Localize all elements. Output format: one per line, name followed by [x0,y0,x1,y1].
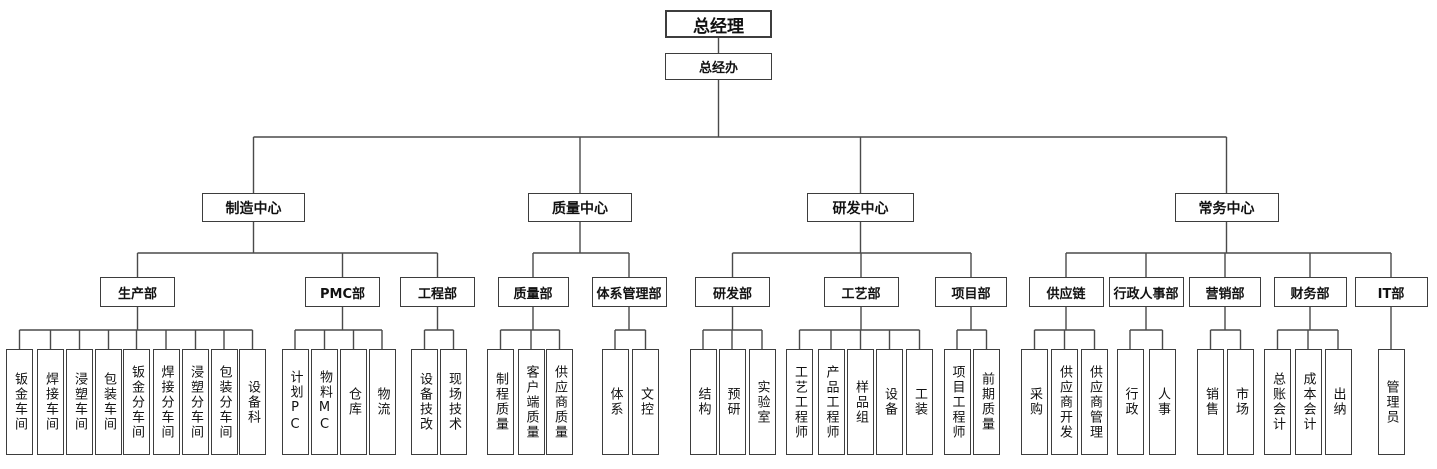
org-node-unit-0-0-3: 包装车间 [95,349,122,455]
org-node-center-3: 常务中心 [1174,193,1279,222]
org-node-unit-2-0-0: 结构 [689,349,717,455]
org-node-unit-1-0-1: 客户端质量 [517,349,545,455]
org-node-dept-1-1: 体系管理部 [591,277,667,307]
org-node-unit-0-1-1: 物料MC [311,349,338,455]
org-node-center-1: 质量中心 [528,193,632,222]
org-node-unit-0-2-1: 现场技术 [440,349,467,455]
org-node-unit-2-0-1: 预研 [718,349,746,455]
org-node-dept-2-1: 工艺部 [823,277,899,307]
org-node-unit-2-1-3: 设备 [876,349,903,455]
org-node-unit-0-0-5: 焊接分车间 [152,349,180,455]
org-node-unit-3-2-0: 销售 [1197,349,1224,455]
org-node-unit-3-0-1: 供应商开发 [1051,349,1078,455]
org-node-dept-0-0: 生产部 [100,277,175,307]
org-node-unit-0-1-0: 计划PC [281,349,309,455]
org-node-unit-3-1-1: 人事 [1149,349,1176,455]
org-node-unit-0-1-2: 仓库 [340,349,367,455]
org-node-unit-0-1-3: 物流 [368,349,396,455]
org-node-center-2: 研发中心 [807,193,914,222]
org-node-dept-0-2: 工程部 [400,277,475,307]
org-node-dept-2-0: 研发部 [695,277,770,307]
org-node-unit-3-3-1: 成本会计 [1294,349,1322,455]
org-node-unit-3-2-1: 市场 [1227,349,1254,455]
org-node-unit-0-0-0: 钣金车间 [6,349,33,455]
org-node-dept-1-0: 质量部 [497,277,569,307]
org-node-dept-3-1: 行政人事部 [1108,277,1184,307]
org-node-unit-1-1-0: 体系 [601,349,629,455]
org-node-unit-2-0-2: 实验室 [748,349,776,455]
org-node-unit-1-0-2: 供应商质量 [546,349,573,455]
org-node-unit-0-0-7: 包装分车间 [210,349,238,455]
org-node-dept-3-3: 财务部 [1273,277,1347,307]
org-node-dept-3-2: 营销部 [1189,277,1261,307]
org-node-unit-1-0-0: 制程质量 [487,349,514,455]
org-node-unit-0-0-2: 浸塑车间 [66,349,93,455]
org-node-unit-0-0-4: 钣金分车间 [123,349,150,455]
org-node-unit-2-2-1: 前期质量 [973,349,1000,455]
org-node-unit-2-1-1: 产品工程师 [817,349,845,455]
org-node-dept-0-1: PMC部 [305,277,380,307]
org-node-dept-3-4: IT部 [1354,277,1428,307]
org-node-unit-0-0-6: 浸塑分车间 [182,349,209,455]
org-node-unit-3-3-0: 总账会计 [1264,349,1291,455]
org-node-unit-0-0-1: 焊接车间 [37,349,64,455]
org-node-unit-2-1-4: 工装 [906,349,933,455]
org-node-unit-3-4-0: 管理员 [1377,349,1405,455]
org-node-unit-0-2-0: 设备技改 [411,349,438,455]
org-node-unit-3-1-0: 行政 [1116,349,1144,455]
org-node-unit-1-1-1: 文控 [632,349,659,455]
org-node-unit-3-3-2: 出纳 [1324,349,1352,455]
org-node-unit-2-2-0: 项目工程师 [943,349,971,455]
org-node-dept-2-2: 项目部 [935,277,1007,307]
org-node-center-0: 制造中心 [202,193,305,222]
org-node-unit-3-0-0: 采购 [1021,349,1048,455]
org-node-dept-3-0: 供应链 [1028,277,1104,307]
org-node-root: 总经理 [665,10,772,38]
org-node-unit-2-1-0: 工艺工程师 [786,349,813,455]
org-node-unit-2-1-2: 样品组 [847,349,874,455]
org-node-unit-3-0-2: 供应商管理 [1081,349,1108,455]
org-node-unit-0-0-8: 设备科 [239,349,266,455]
org-node-office: 总经办 [665,53,772,80]
